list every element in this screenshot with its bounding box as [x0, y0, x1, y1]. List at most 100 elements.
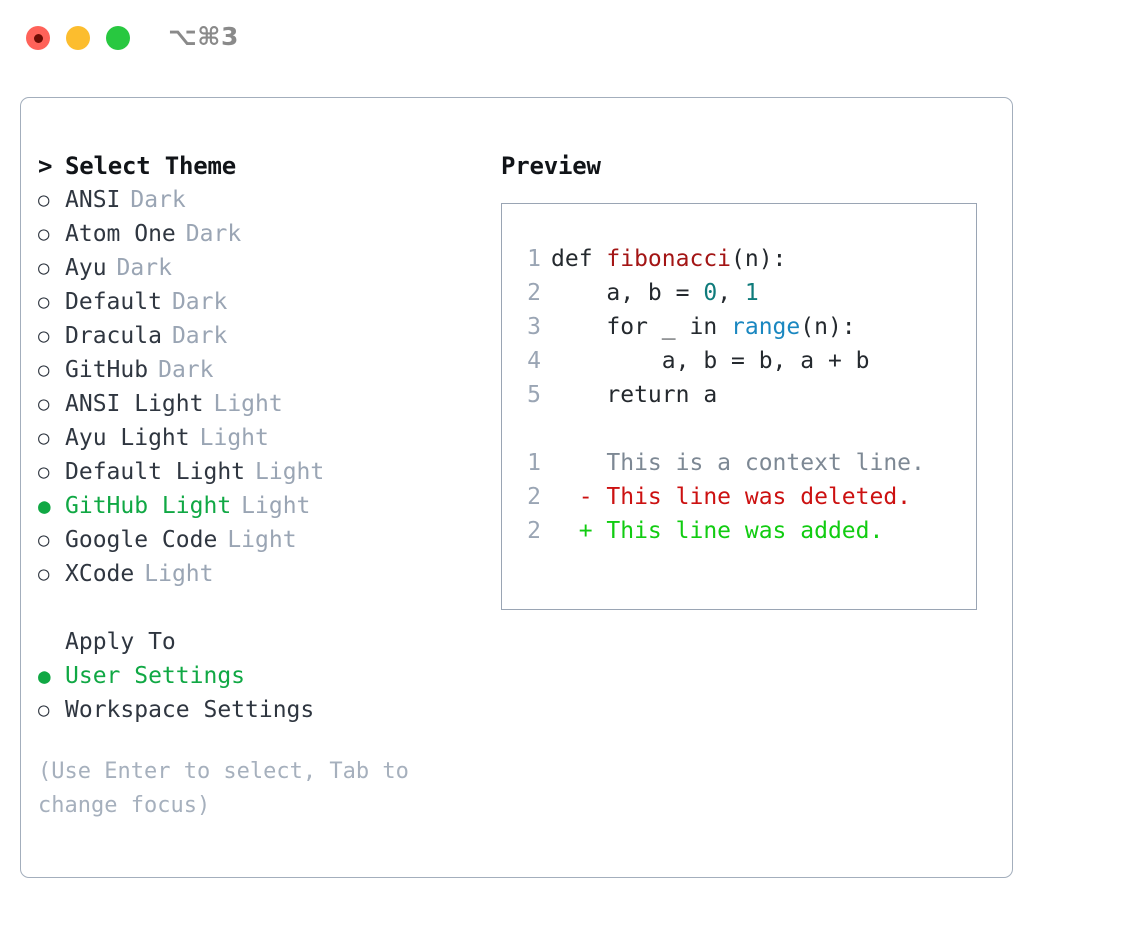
code-line: 3 for _ in range(n):: [519, 310, 970, 344]
theme-item-label: GitHub Light: [65, 493, 232, 519]
theme-item-label: Google Code: [65, 527, 218, 553]
code-line-number: 2: [527, 280, 541, 306]
theme-item-category: Light: [241, 493, 311, 519]
theme-item-github[interactable]: ○ GitHub Dark: [38, 353, 468, 387]
diff-line-text: This line was deleted.: [606, 484, 912, 510]
keyboard-shortcut-label: ⌥⌘3: [168, 22, 239, 51]
minimize-button[interactable]: [66, 26, 90, 50]
radio-unselected-icon: ○: [38, 223, 50, 245]
apply-to-option-user-settings[interactable]: ● User Settings: [38, 659, 468, 693]
theme-item-category: Light: [144, 561, 214, 587]
theme-item-category: Light: [227, 527, 297, 553]
radio-unselected-icon: ○: [38, 529, 50, 551]
code-line-number: 4: [527, 348, 541, 374]
code-line: 5 return a: [519, 378, 970, 412]
theme-item-label: Default: [65, 289, 162, 315]
diff-marker: [551, 450, 606, 476]
code-line-number: 1: [527, 246, 541, 272]
diff-line-text: This line was added.: [606, 518, 884, 544]
code-line: 1 def fibonacci(n):: [519, 242, 970, 276]
radio-unselected-icon: ○: [38, 563, 50, 585]
diff-line-number: 2: [527, 518, 541, 544]
diff-sample: 1 This is a context line. 2 - This line w…: [519, 446, 970, 548]
theme-item-category: Light: [199, 425, 269, 451]
radio-unselected-icon: ○: [38, 699, 50, 721]
code-token-num: 0: [703, 280, 718, 306]
code-token-num: 1: [744, 280, 759, 306]
title-bar: ⌥⌘3: [0, 0, 1140, 76]
code-line-number: 5: [527, 382, 541, 408]
window-controls: [26, 26, 130, 50]
theme-item-xcode[interactable]: ○ XCode Light: [38, 557, 468, 591]
radio-selected-icon: ●: [38, 664, 51, 688]
code-line: 2 a, b = 0, 1: [519, 276, 970, 310]
code-token-plain: a, b = b, a + b: [551, 348, 870, 374]
code-token-plain: (n):: [731, 246, 787, 272]
code-token-plain: (n):: [800, 314, 856, 340]
code-token-fn: fibonacci: [606, 246, 732, 272]
close-button[interactable]: [26, 26, 50, 50]
code-line: 4 a, b = b, a + b: [519, 344, 970, 378]
code-token-plain: return a: [551, 382, 718, 408]
radio-selected-icon: ●: [38, 494, 51, 518]
diff-line-number: 2: [527, 484, 541, 510]
radio-unselected-icon: ○: [38, 461, 50, 483]
code-line-number: 3: [527, 314, 541, 340]
theme-item-label: ANSI Light: [65, 391, 204, 417]
theme-item-label: Ayu: [65, 255, 107, 281]
list-spacer: [38, 591, 468, 625]
caret-icon: >: [38, 152, 53, 180]
theme-item-label: Atom One: [65, 221, 176, 247]
theme-item-label: Default Light: [65, 459, 246, 485]
theme-item-google-code[interactable]: ○ Google Code Light: [38, 523, 468, 557]
radio-unselected-icon: ○: [38, 427, 50, 449]
radio-unselected-icon: ○: [38, 257, 50, 279]
zoom-button[interactable]: [106, 26, 130, 50]
theme-item-category: Dark: [116, 255, 172, 281]
diff-line-deleted: 2 - This line was deleted.: [519, 480, 970, 514]
theme-item-category: Dark: [158, 357, 214, 383]
radio-unselected-icon: ○: [38, 393, 50, 415]
diff-line-added: 2 + This line was added.: [519, 514, 970, 548]
theme-item-category: Dark: [130, 187, 186, 213]
theme-item-category: Dark: [171, 323, 228, 349]
apply-to-option-label: Workspace Settings: [65, 697, 315, 723]
apply-to-option-workspace-settings[interactable]: ○ Workspace Settings: [38, 693, 468, 727]
theme-item-label: XCode: [65, 561, 135, 587]
keyboard-hint: (Use Enter to select, Tab to change focu…: [38, 759, 409, 818]
apply-to-header-label: Apply To: [65, 629, 176, 655]
radio-unselected-icon: ○: [38, 291, 50, 313]
code-token-plain: a, b =: [551, 280, 704, 306]
diff-line-number: 1: [527, 450, 541, 476]
apply-to-options: ● User Settings ○ Workspace Settings: [38, 659, 468, 727]
diff-marker: +: [551, 518, 607, 544]
theme-item-ayu[interactable]: ○ Ayu Dark: [38, 251, 468, 285]
code-token-plain: for _ in: [551, 314, 732, 340]
theme-item-ansi-light[interactable]: ○ ANSI Light Light: [38, 387, 468, 421]
code-token-plain: def: [551, 246, 607, 272]
apply-to-option-label: User Settings: [65, 663, 246, 689]
theme-item-ayu-light[interactable]: ○ Ayu Light Light: [38, 421, 468, 455]
diff-marker: -: [551, 484, 607, 510]
radio-unselected-icon: ○: [38, 189, 50, 211]
radio-unselected-icon: ○: [38, 359, 50, 381]
theme-item-label: Ayu Light: [65, 425, 190, 451]
theme-item-category: Light: [213, 391, 283, 417]
preview-title: Preview: [501, 152, 601, 180]
theme-item-github-light[interactable]: ● GitHub Light Light: [38, 489, 468, 523]
code-token-plain: ,: [717, 280, 745, 306]
theme-item-label: GitHub: [65, 357, 149, 383]
diff-line-text: This is a context line.: [606, 450, 925, 476]
